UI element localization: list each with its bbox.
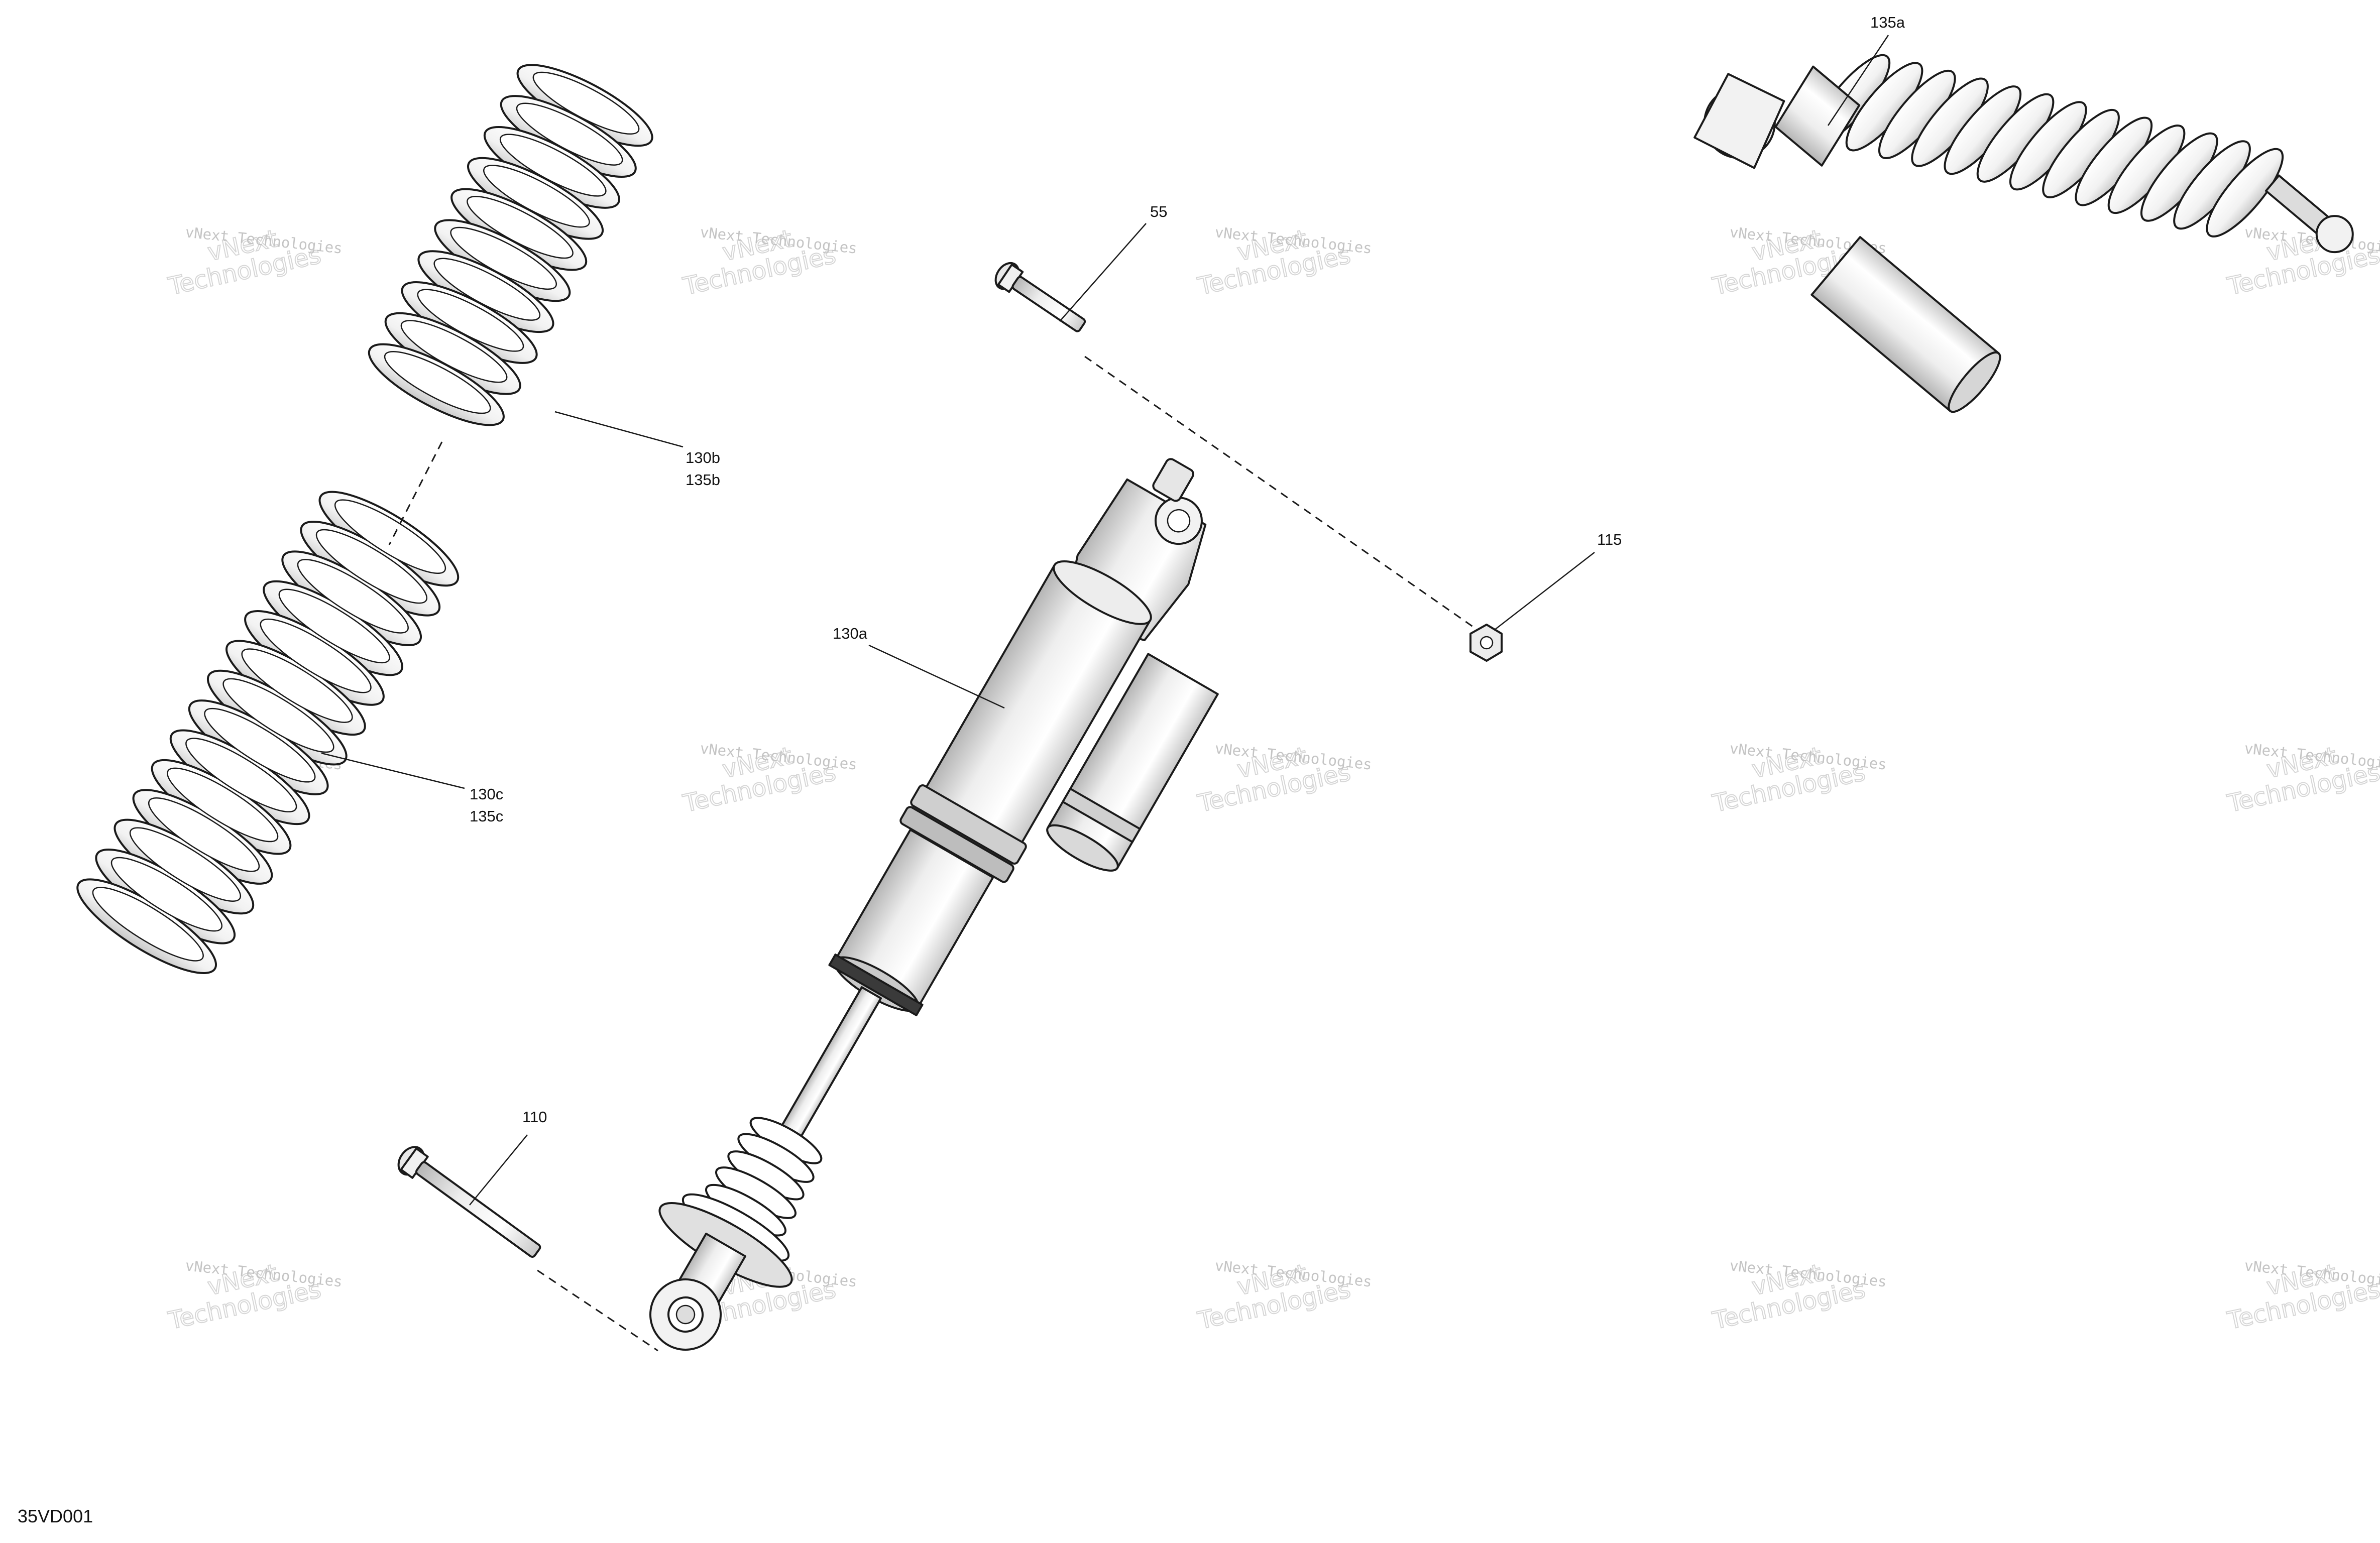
callout-55: 55: [1150, 203, 1167, 220]
shock-absorber-130a: [649, 458, 1219, 1351]
callout-130c: 130c: [470, 785, 503, 803]
lower-spring-130c: [76, 491, 460, 974]
shock-assembly-135a: [1693, 54, 2354, 413]
upper-spring-130b: [368, 64, 653, 426]
leader-55: [1059, 223, 1147, 322]
bolt-110-dashed-axis: [537, 1269, 658, 1352]
bolt-55-dashed-axis: [1084, 355, 1482, 634]
callout-labels: 55 110 115 130a 130b 135b 130c 135c 135a: [470, 14, 1905, 1126]
bolt-110: [397, 1146, 541, 1258]
leader-130c: [321, 752, 465, 789]
nut-115: [1469, 624, 1503, 662]
callout-130b: 130b: [686, 449, 720, 466]
leader-lines: [321, 35, 1889, 1206]
callout-135b: 135b: [686, 471, 720, 489]
callout-130a: 130a: [833, 625, 868, 642]
figure-id: 35VD001: [18, 1506, 93, 1526]
spring-alignment-dashed-line: [388, 441, 443, 545]
callout-110: 110: [522, 1108, 547, 1126]
leader-110: [469, 1134, 528, 1206]
leader-115: [1494, 552, 1595, 631]
callout-115: 115: [1597, 531, 1622, 548]
leader-130b: [554, 411, 684, 448]
leader-135a: [1827, 35, 1889, 126]
callout-135a: 135a: [1870, 14, 1905, 31]
bolt-55: [994, 262, 1086, 332]
leader-130a: [868, 644, 1005, 709]
callout-135c: 135c: [470, 807, 503, 825]
